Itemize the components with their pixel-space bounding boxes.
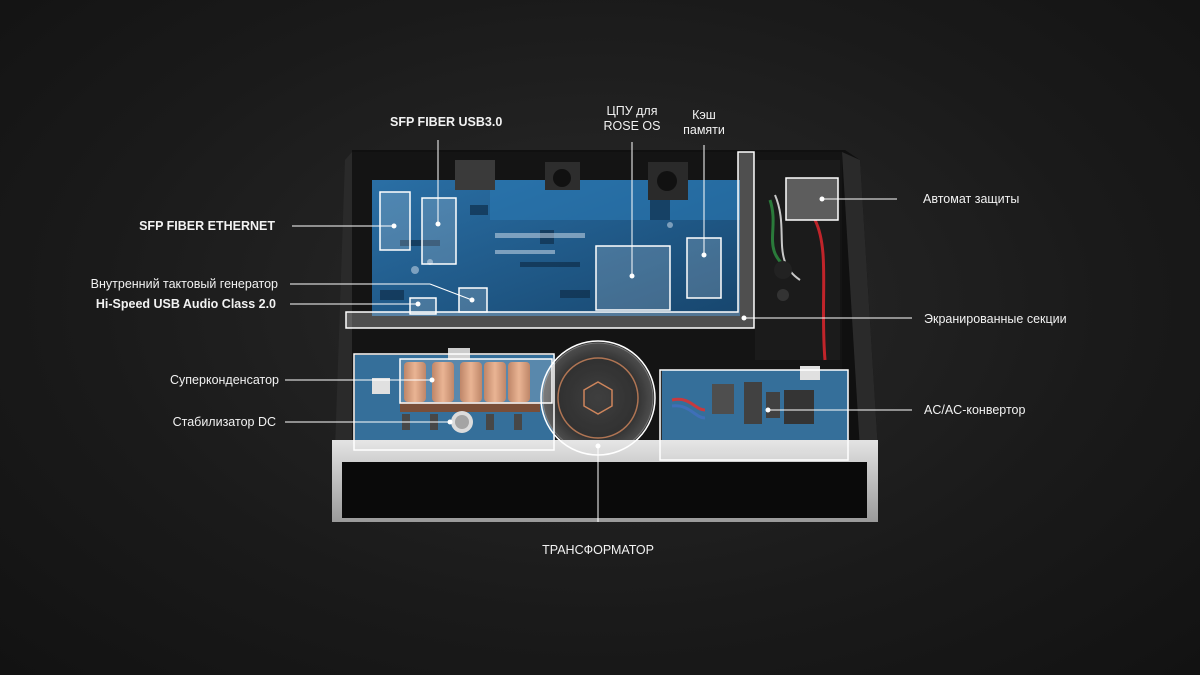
label-shielded: Экранированные секции [924, 312, 1067, 326]
transformer-outline [540, 340, 656, 456]
label-cpu: ЦПУ для ROSE OS [600, 104, 664, 134]
label-cpu-line1: ЦПУ для [606, 104, 658, 118]
label-cache-line1: Кэш [692, 108, 716, 122]
box-sfp-usb [421, 197, 457, 265]
breaker-compartment [755, 160, 840, 361]
label-usb-audio: Hi-Speed USB Audio Class 2.0 [95, 297, 276, 311]
box-dc [353, 353, 555, 451]
leader-lines [285, 140, 912, 522]
label-acac: AC/AC-конвертор [924, 403, 1026, 417]
box-supercap [399, 358, 553, 404]
label-cache-line2: памяти [683, 123, 725, 137]
label-cache: Кэш памяти [676, 108, 732, 138]
label-breaker: Автомат защиты [923, 192, 1020, 206]
label-dc-stab: Стабилизатор DC [172, 415, 276, 429]
box-sfp-ethernet [379, 191, 411, 251]
label-cpu-line2: ROSE OS [603, 119, 661, 133]
label-supercap: Суперконденсатор [170, 373, 279, 387]
leader-dots [391, 196, 825, 449]
main-pcb [372, 160, 740, 316]
label-transformer: ТРАНСФОРМАТОР [542, 543, 654, 557]
label-clock: Внутренний тактовый генератор [90, 277, 278, 291]
label-sfp-ethernet: SFP FIBER ETHERNET [139, 219, 275, 233]
shielded-section-outline [345, 151, 755, 329]
label-sfp-usb: SFP FIBER USB3.0 [390, 115, 503, 129]
box-acac [659, 369, 849, 461]
